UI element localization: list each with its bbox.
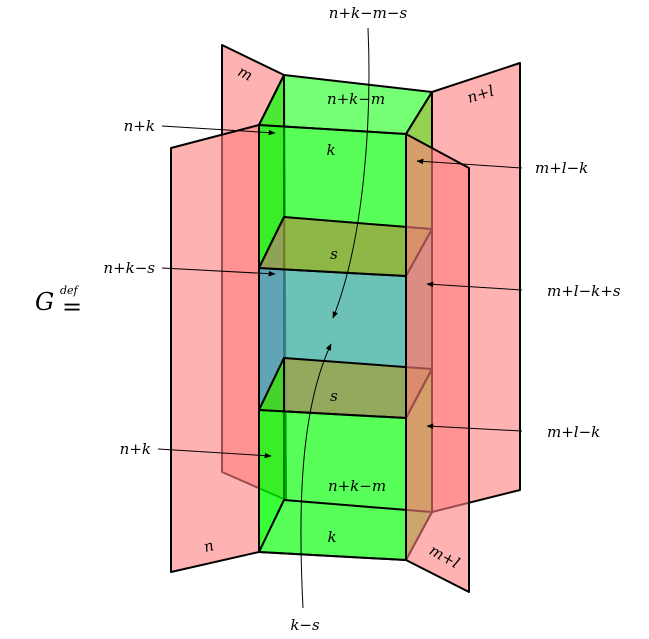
callout-line-right-middle — [426, 281, 523, 291]
sheet-m-l — [405, 133, 470, 593]
label-top-prism-front: k — [326, 141, 335, 159]
label-bottom-prism-bottom: k — [327, 528, 336, 546]
callout-left-lower: n+k — [120, 440, 151, 458]
callout-right-middle: m+l−k+s — [547, 282, 621, 300]
callout-line-left-middle — [161, 267, 276, 277]
callout-line-right-upper — [416, 158, 523, 169]
callout-line-top — [332, 27, 370, 319]
label-lower-slab: s — [330, 387, 338, 405]
callout-right-upper: m+l−k — [535, 159, 588, 177]
formula-eq: = — [62, 293, 82, 321]
callout-line-left-lower — [157, 448, 272, 459]
callout-line-right-lower — [426, 423, 523, 432]
callout-left-middle: n+k−s — [103, 259, 155, 277]
sheet-n — [170, 124, 260, 573]
label-bottom-prism-top: n+k−m — [328, 477, 386, 495]
formula-lhs: G — [35, 288, 54, 316]
label-sheet-n: n — [202, 536, 216, 556]
callout-line-left-upper — [161, 125, 276, 136]
callout-top: n+k−m−s — [329, 4, 408, 22]
formula-def: def — [60, 284, 80, 297]
callout-right-lower: m+l−k — [547, 423, 600, 441]
label-top-prism-top: n+k−m — [327, 90, 385, 108]
label-upper-slab: s — [330, 245, 338, 263]
callout-line-bottom — [300, 343, 332, 609]
callout-bottom: k−s — [290, 616, 320, 634]
callout-left-upper: n+k — [124, 117, 155, 135]
